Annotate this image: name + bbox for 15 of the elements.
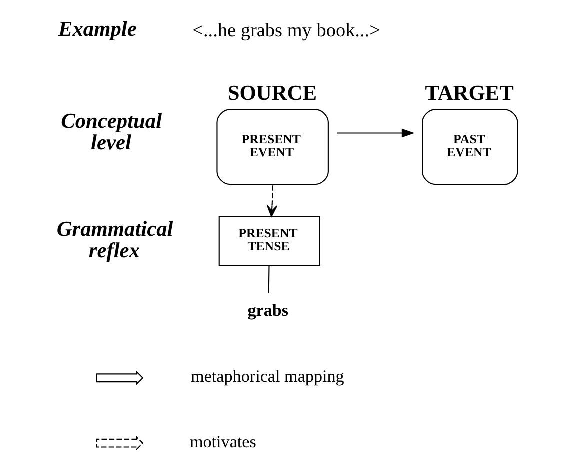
node-box: PRESENT EVENT [216, 109, 328, 186]
legend-label: motivates [189, 432, 256, 452]
connector [268, 266, 270, 294]
arrow [336, 128, 414, 138]
node-box: PRESENT TENSE [218, 216, 320, 266]
arrow [266, 186, 278, 218]
node-text: grabs [247, 300, 288, 320]
label: Conceptual level [60, 108, 162, 154]
node-label: SOURCE [227, 81, 317, 106]
node-label: TARGET [424, 81, 514, 106]
label: Grammatical reflex [56, 216, 173, 262]
node-box: PAST EVENT [422, 109, 518, 186]
label: Example [58, 16, 136, 41]
legend-label: metaphorical mapping [190, 367, 344, 386]
label: <...he grabs my book...> [192, 20, 380, 42]
